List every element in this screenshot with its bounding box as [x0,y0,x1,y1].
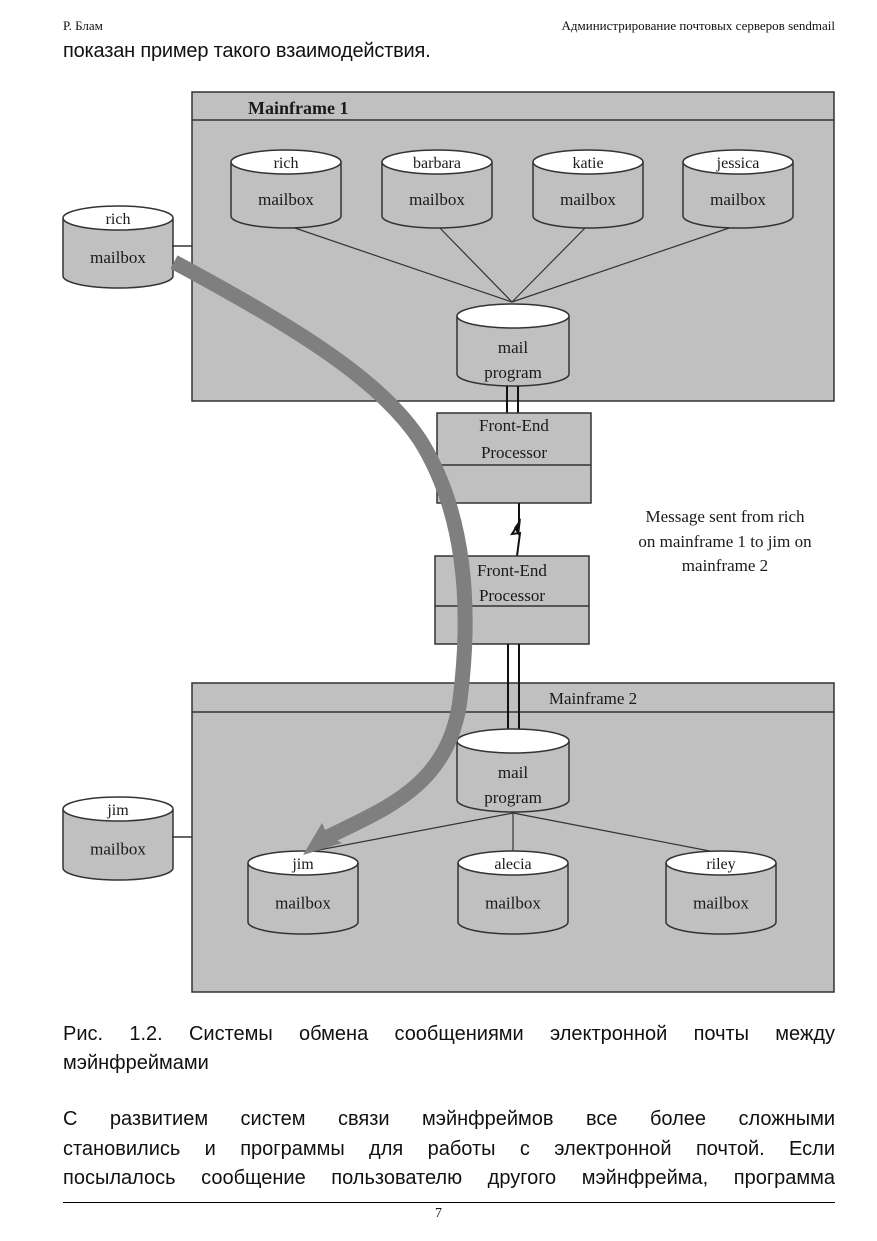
link-katie [511,224,589,303]
mainframe-1-links [285,224,739,303]
caption-line-2: мэйнфреймами [63,1052,209,1074]
mailbox-user-label: jessica [716,155,760,172]
mailbox-user-label: jim [106,802,129,819]
mailbox-label: mailbox [90,248,146,267]
program-label-line2: program [484,363,542,382]
external-mailbox-jim: jim mailbox [62,796,174,881]
cylinder-top [682,149,794,175]
cylinder-body [62,809,174,881]
message-flow-arrowhead-icon [303,823,342,855]
page-number: 7 [435,1206,442,1221]
lead-text: показан пример такого взаимодействия. [63,40,431,62]
mainframe-1-mail-program: mail program [456,303,570,387]
mailbox-katie: katie mailbox [532,149,644,229]
link-barbara [436,224,513,303]
cylinder-top [230,149,342,175]
cylinder-top [62,205,174,231]
cylinder-top [247,850,359,876]
cylinder-body [247,863,359,935]
message-flow-arrow [170,255,473,849]
mainframe-2-links [302,812,721,854]
mail-program-cylinder: mail program [456,303,570,387]
header-book-title: Администрирование почтовых серверов send… [561,18,835,33]
message-annotation: Message sent from rich on mainframe 1 to… [638,507,812,575]
body-paragraph: С развитием систем связи мэйнфреймов все… [63,1105,835,1194]
mailbox-label: mailbox [560,190,616,209]
cylinder-top [381,149,493,175]
paragraph-line: посылалось сообщение пользователю другог… [63,1167,835,1189]
footer-rule [63,1202,835,1203]
fep-top-line2: Processor [481,443,547,462]
mainframe-2-title: Mainframe 2 [549,689,637,708]
lightning-bolt-fill [514,518,521,536]
external-mailbox-rich: rich mailbox [62,205,174,289]
mailbox-label: mailbox [693,894,749,913]
mailbox-label: mailbox [275,894,331,913]
mailbox-rich-external: rich mailbox [62,205,174,289]
cylinder-body [665,863,777,935]
cylinder-top [456,728,570,754]
mailbox-riley: riley mailbox [665,850,777,935]
mailbox-alecia: alecia mailbox [457,850,569,935]
link-riley [512,812,721,854]
mailbox-label: mailbox [485,894,541,913]
mailbox-label: mailbox [710,190,766,209]
mailbox-rich: rich mailbox [230,149,342,229]
mailbox-user-label: riley [706,856,735,873]
program-label-line1: mail [498,338,528,357]
fep-bottom-line1: Front-End [477,561,547,580]
caption-line-1: Рис. 1.2. Системы обмена сообщениями эле… [63,1023,835,1045]
channel-link-top [506,386,519,413]
running-header: Р. Блам Администрирование почтовых серве… [63,18,835,36]
lightning-bolt-icon [510,503,522,557]
cylinder-body [381,162,493,229]
mailbox-label: mailbox [409,190,465,209]
channel-link-bottom [507,644,520,735]
program-label-line2: program [484,788,542,807]
cylinder-top [665,850,777,876]
mailbox-jessica: jessica mailbox [682,149,794,229]
link-jessica [511,224,739,303]
cylinder-body [457,863,569,935]
annotation-line-2: on mainframe 1 to jim on [638,532,812,551]
paragraph-line: С развитием систем связи мэйнфреймов все… [63,1108,835,1130]
annotation-line-1: Message sent from rich [645,507,805,526]
figure-caption: Рис. 1.2. Системы обмена сообщениями эле… [63,1020,835,1078]
cylinder-body [456,316,570,387]
mailbox-barbara: barbara mailbox [381,149,493,229]
mailbox-jim: jim mailbox [247,850,359,935]
cylinder-body [682,162,794,229]
mailbox-user-label: jim [291,856,314,873]
mailbox-user-label: rich [274,155,299,172]
front-end-processor-top: Front-End Processor [436,412,592,504]
link-rich [285,224,513,303]
header-author: Р. Блам [63,18,103,33]
cylinder-body [456,741,570,813]
paragraph-line: становились и программы для работы с эле… [63,1137,835,1160]
mail-program-cylinder: mail program [456,728,570,813]
annotation-line-3: mainframe 2 [682,556,768,575]
mailbox-user-label: alecia [494,856,531,873]
link-jim [302,812,514,854]
cylinder-body [532,162,644,229]
fep-top-line1: Front-End [479,416,549,435]
program-label-line1: mail [498,763,528,782]
cylinder-body [62,218,174,289]
mailbox-jim-external: jim mailbox [62,796,174,881]
mailbox-user-label: rich [106,211,131,228]
cylinder-top [62,796,174,822]
mailbox-user-label: barbara [413,155,461,172]
mainframe-1-title: Mainframe 1 [248,98,348,118]
mailbox-user-label: katie [572,155,603,172]
fep-bottom-line2: Processor [479,586,545,605]
cylinder-top [457,850,569,876]
mainframe-2-mail-program: mail program [456,728,570,813]
cylinder-body [230,162,342,229]
mailbox-label: mailbox [90,840,146,859]
mailbox-label: mailbox [258,190,314,209]
cylinder-top [532,149,644,175]
cylinder-top [456,303,570,329]
